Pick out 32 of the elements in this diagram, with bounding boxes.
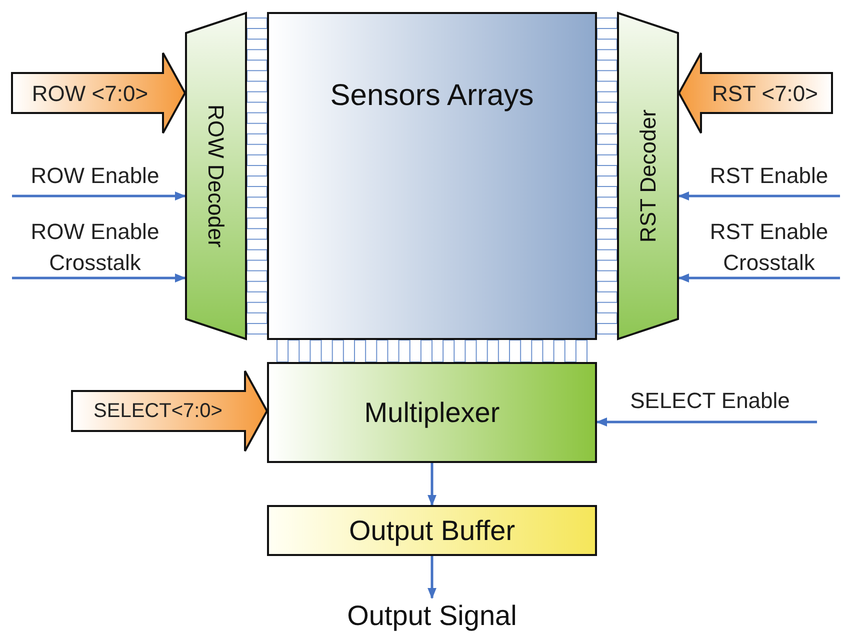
block-label: Output Buffer	[348, 514, 516, 546]
decoder-block	[617, 12, 679, 340]
arrow-label: SELECT<7:0>	[92, 399, 224, 424]
arrow	[12, 192, 186, 200]
arrow	[678, 192, 840, 200]
arrow-label: ROW <7:0>	[30, 80, 150, 108]
arrow-label: RST <7:0>	[711, 80, 819, 108]
arrow	[678, 274, 840, 282]
block-label: Multiplexer	[364, 396, 500, 428]
arrow	[596, 418, 817, 426]
multiplexer-block	[267, 362, 597, 463]
arrow	[12, 274, 186, 282]
block-label: ROW Decoder	[203, 104, 229, 248]
edge-label: ROW Enable Crosstalk	[30, 218, 160, 277]
output-signal-text: Output Signal	[327, 598, 537, 634]
block-arrow	[11, 52, 186, 134]
sensor-array-block	[267, 12, 597, 340]
decoder-block	[185, 12, 247, 340]
bus-lines	[276, 340, 588, 362]
block-label: Sensors Arrays	[330, 79, 534, 113]
block-arrow	[71, 370, 268, 452]
block-label: RST Decoder	[635, 110, 661, 242]
edge-label: SELECT Enable	[629, 387, 791, 415]
block-arrow	[678, 52, 833, 134]
bus-lines	[596, 18, 618, 334]
edge-label: ROW Enable	[30, 162, 160, 190]
arrow	[428, 463, 436, 506]
edge-label: RST Enable	[708, 162, 830, 190]
bus-lines	[246, 18, 268, 334]
buffer-block	[267, 505, 597, 556]
arrow	[428, 556, 436, 600]
edge-label: RST Enable Crosstalk	[708, 218, 830, 277]
